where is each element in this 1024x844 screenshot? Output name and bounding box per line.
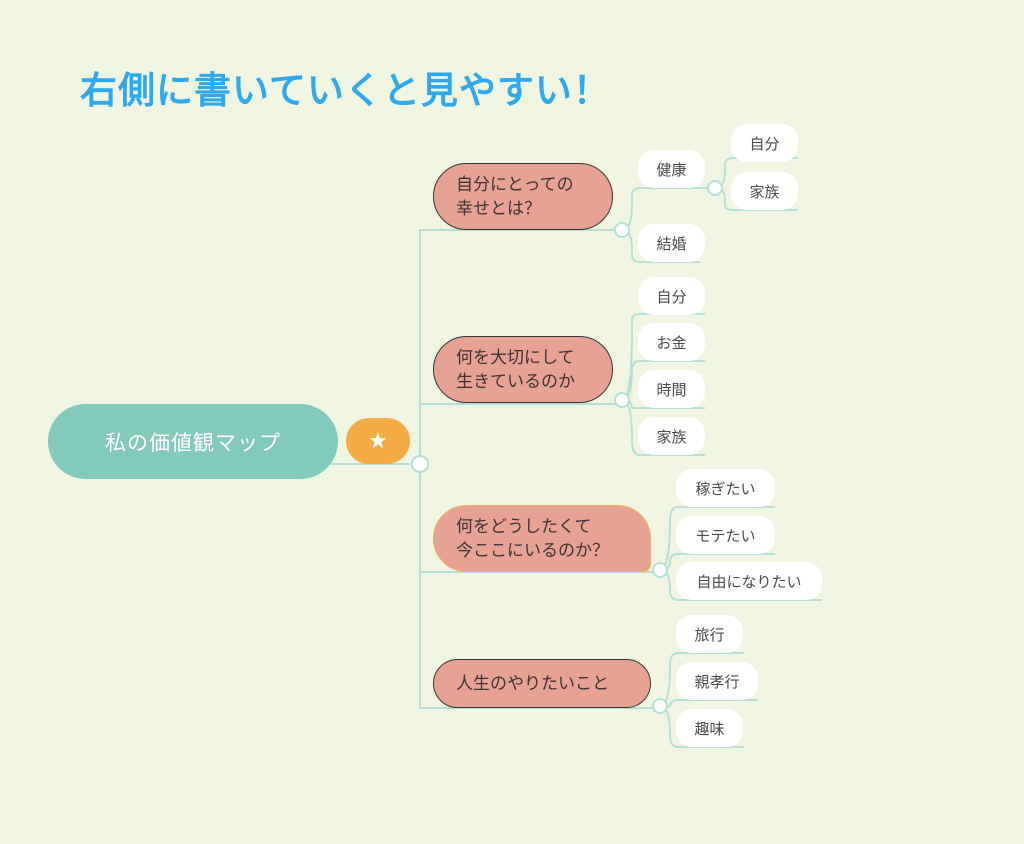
topic-purpose[interactable]: 何をどうしたくて 今ここにいるのか？ <box>433 505 651 572</box>
leaf-popular[interactable]: モテたい <box>676 516 775 554</box>
topic-values[interactable]: 何を大切にして 生きているのか <box>433 336 613 403</box>
leaf-freedom[interactable]: 自由になりたい <box>676 562 822 600</box>
leaf-self[interactable]: 自分 <box>638 277 705 315</box>
leaf-health-family[interactable]: 家族 <box>731 172 798 210</box>
leaf-time[interactable]: 時間 <box>638 370 705 408</box>
leaf-earn[interactable]: 稼ぎたい <box>676 469 775 507</box>
topic-label: 人生のやりたいこと <box>456 673 609 694</box>
topic-label: 何を大切にして 生きているのか <box>456 347 575 392</box>
leaf-money[interactable]: お金 <box>638 323 705 361</box>
star-icon[interactable]: ★ <box>346 418 410 464</box>
root-node[interactable]: 私の価値観マップ <box>48 404 338 479</box>
topic-label: 何をどうしたくて 今ここにいるのか？ <box>456 516 609 561</box>
leaf-family[interactable]: 家族 <box>638 417 705 455</box>
leaf-marriage[interactable]: 結婚 <box>638 224 705 262</box>
leaf-health-self[interactable]: 自分 <box>731 124 798 162</box>
headline: 右側に書いていくと見やすい！ <box>80 69 611 112</box>
leaf-travel[interactable]: 旅行 <box>676 615 743 653</box>
leaf-health[interactable]: 健康 <box>638 150 705 188</box>
topic-label: 自分にとっての 幸せとは？ <box>456 174 574 219</box>
topic-bucket-list[interactable]: 人生のやりたいこと <box>433 659 651 708</box>
topic-happiness[interactable]: 自分にとっての 幸せとは？ <box>433 163 613 230</box>
leaf-hobby[interactable]: 趣味 <box>676 709 743 747</box>
leaf-filial-piety[interactable]: 親孝行 <box>676 662 758 700</box>
